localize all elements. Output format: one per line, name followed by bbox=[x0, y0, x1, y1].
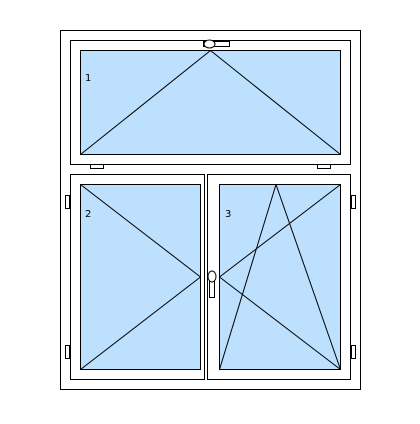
bottom-right-glass bbox=[219, 184, 341, 370]
pane-label-2: 2 bbox=[85, 209, 91, 220]
br-hinge-top bbox=[351, 195, 356, 209]
br-opening-line-lower bbox=[219, 276, 341, 370]
br-opening-line-upper bbox=[219, 184, 341, 278]
top-opening-line-left bbox=[80, 50, 211, 155]
bl-opening-line-upper bbox=[80, 184, 201, 278]
bl-hinge-top bbox=[65, 195, 70, 209]
center-handle-icon bbox=[207, 270, 217, 298]
bottom-left-glass bbox=[80, 184, 201, 370]
br-tilt-line-right bbox=[275, 184, 341, 370]
bl-opening-line-lower bbox=[80, 276, 201, 370]
top-handle-icon bbox=[203, 39, 230, 49]
top-hinge-right bbox=[317, 164, 331, 169]
top-opening-line-right bbox=[210, 50, 341, 155]
pane-label-1: 1 bbox=[85, 73, 91, 84]
br-tilt-line-left bbox=[219, 184, 277, 370]
top-glass bbox=[80, 50, 341, 155]
br-hinge-bottom bbox=[351, 345, 356, 359]
top-hinge-left bbox=[90, 164, 104, 169]
bl-hinge-bottom bbox=[65, 345, 70, 359]
pane-label-3: 3 bbox=[225, 209, 231, 220]
